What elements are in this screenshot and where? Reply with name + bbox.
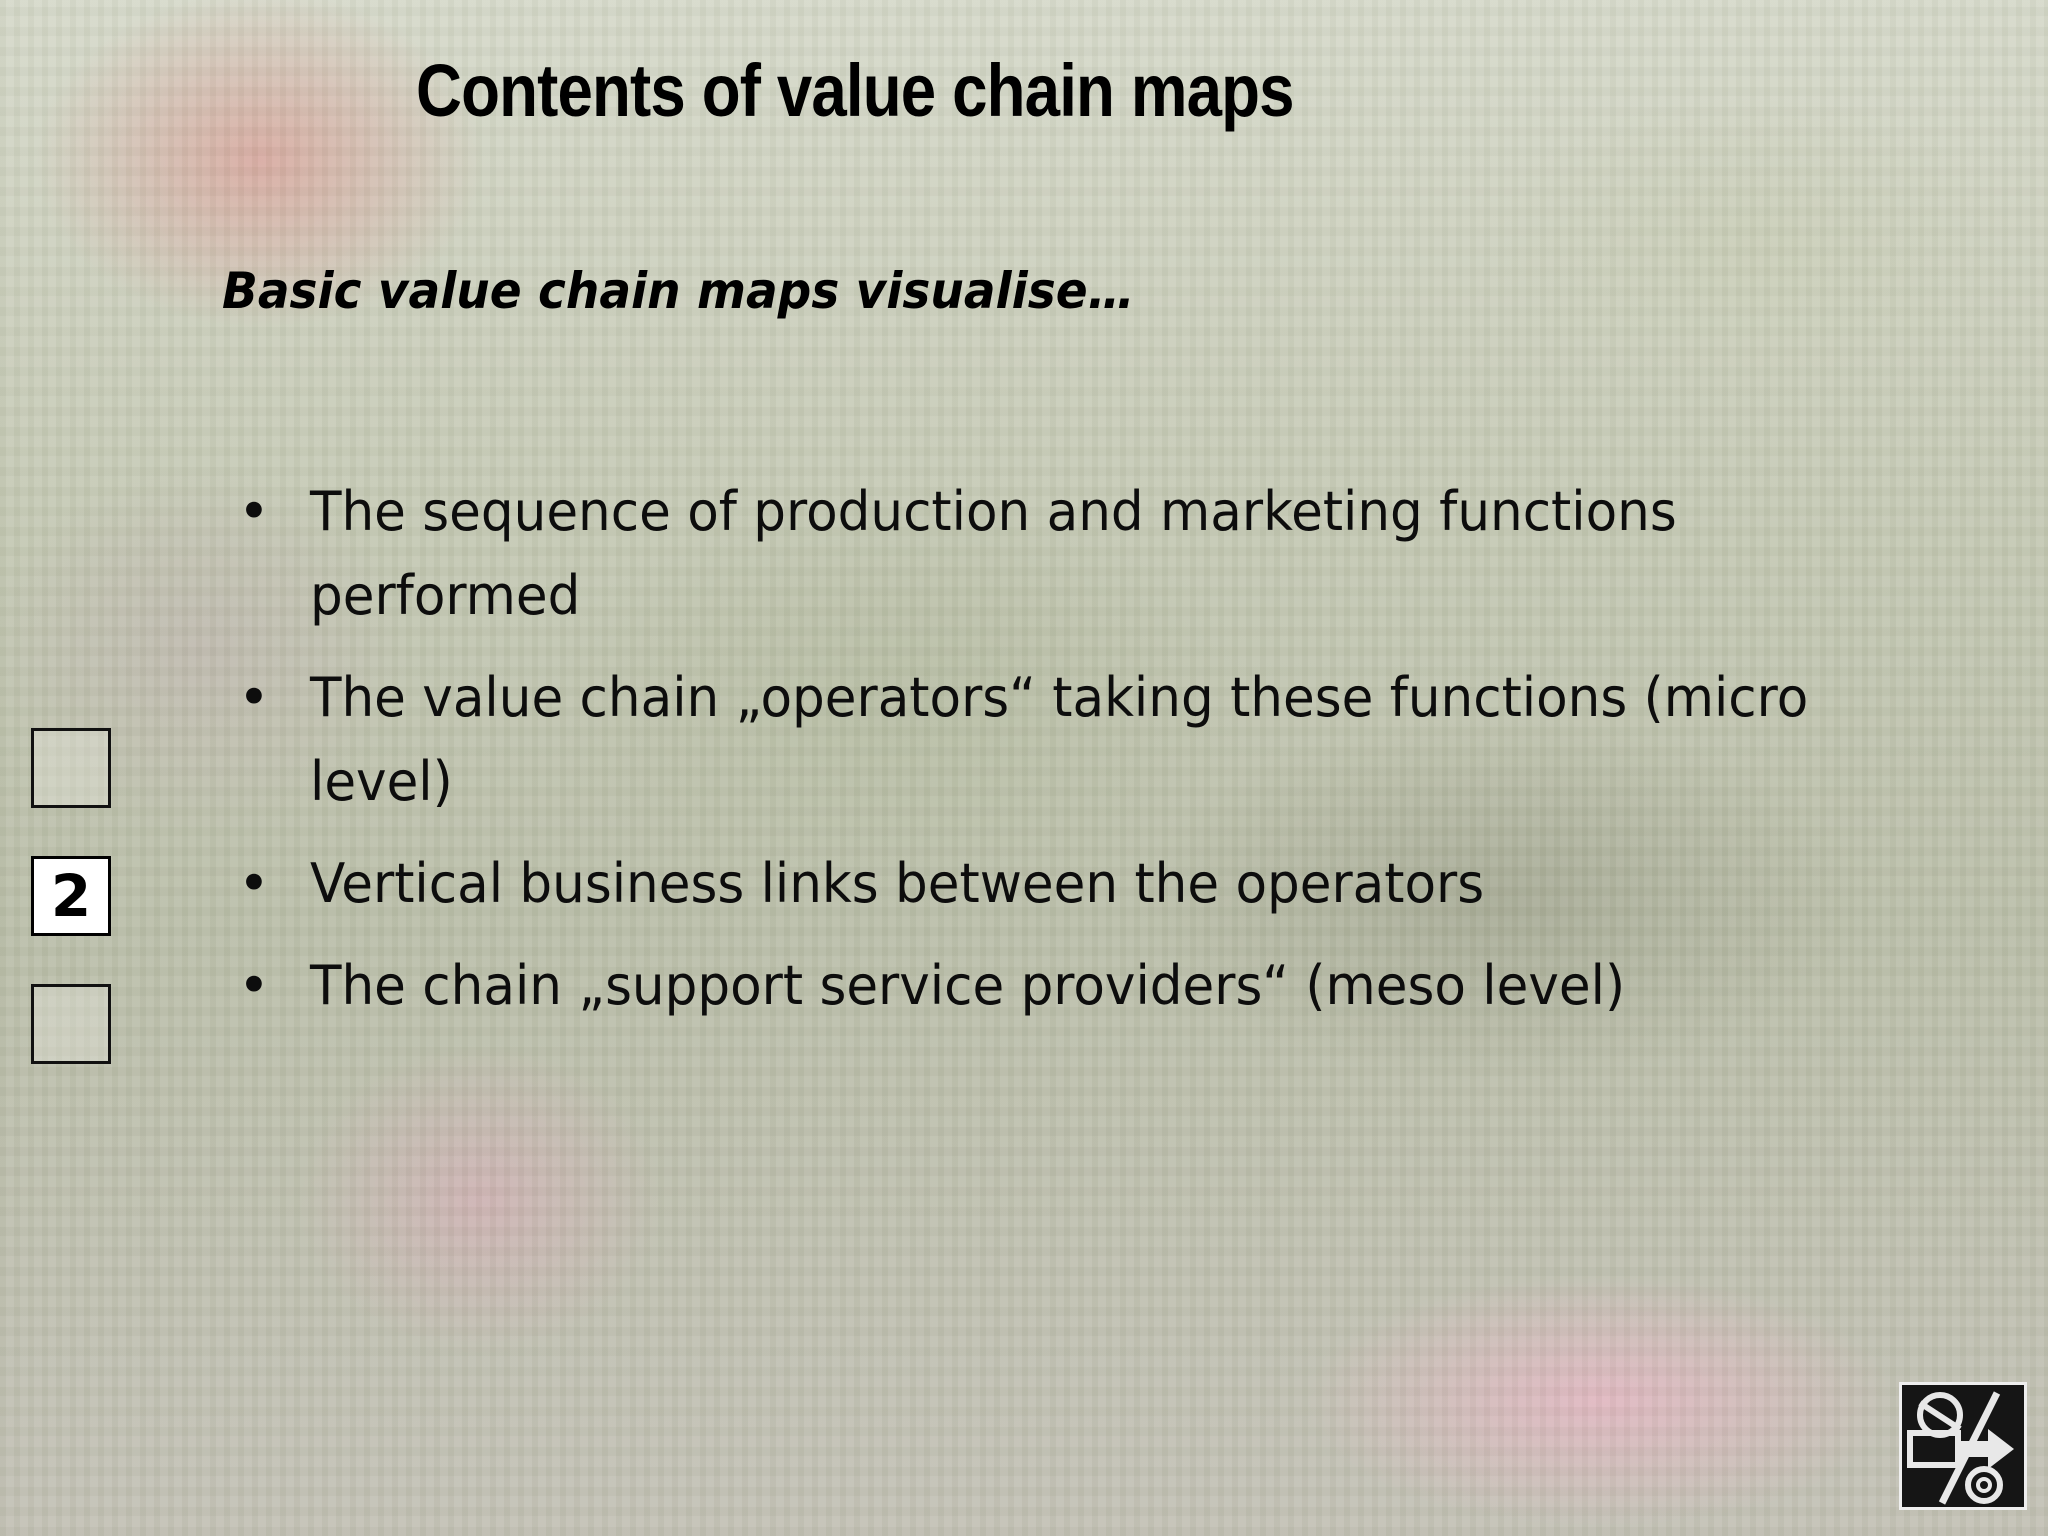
bullet-list: • The sequence of production and marketi… — [228, 470, 2028, 1046]
bullet-marker: • — [238, 666, 270, 729]
bullet-text: Vertical business links between the oper… — [310, 852, 1485, 915]
bullet-marker: • — [238, 480, 270, 543]
bullet-marker: • — [238, 954, 270, 1017]
list-item: • The sequence of production and marketi… — [228, 470, 2028, 638]
slide-subtitle: Basic value chain maps visualise… — [222, 262, 1135, 320]
step-box-current[interactable]: 2 — [31, 856, 111, 936]
step-box-next[interactable] — [31, 984, 111, 1064]
bullet-marker: • — [238, 852, 270, 915]
bullet-text: The sequence of production and marketing… — [310, 480, 1677, 627]
bullet-text: The chain „support service providers“ (m… — [310, 954, 1626, 1017]
slide-title: Contents of value chain maps — [416, 49, 1295, 132]
value-chain-logo-icon[interactable] — [1899, 1382, 2027, 1510]
list-item: • The chain „support service providers“ … — [228, 944, 2028, 1028]
list-item: • The value chain „operators“ taking the… — [228, 656, 2028, 824]
list-item: • Vertical business links between the op… — [228, 842, 2028, 926]
bullet-text: The value chain „operators“ taking these… — [310, 666, 1809, 813]
logo-graphic — [1902, 1385, 2024, 1507]
step-box-previous[interactable] — [31, 728, 111, 808]
